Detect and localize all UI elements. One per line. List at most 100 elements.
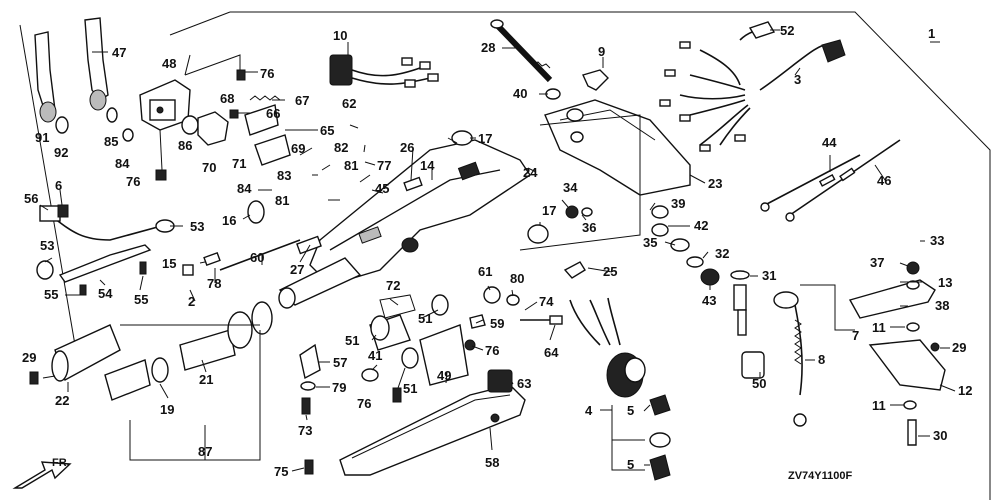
callout-33: 33: [930, 233, 944, 248]
assembly-frame: [169, 11, 991, 500]
bracket-23: [519, 99, 691, 251]
callout-69: 69: [291, 141, 305, 156]
callout-54: 54: [98, 286, 113, 301]
callout-5b: 5: [627, 457, 634, 472]
cables-44-46: [760, 139, 901, 222]
callout-32: 32: [715, 246, 729, 261]
callout-51b: 51: [403, 381, 417, 396]
callout-11b: 11: [872, 398, 886, 413]
small-hardware-top: [229, 69, 291, 166]
callout-49: 49: [437, 368, 451, 383]
fr-direction-arrow: FR.: [12, 457, 72, 489]
callout-92: 92: [54, 145, 68, 160]
callout-51a: 51: [345, 333, 359, 348]
callout-63: 63: [517, 376, 531, 391]
callout-79: 79: [332, 380, 346, 395]
callout-35: 35: [643, 235, 657, 250]
callout-34: 34: [563, 180, 578, 195]
callout-78: 78: [207, 276, 221, 291]
callout-12: 12: [958, 383, 972, 398]
right-small-parts: [565, 205, 750, 336]
callout-19: 19: [160, 402, 174, 417]
callout-53a: 53: [190, 219, 204, 234]
callout-23: 23: [708, 176, 722, 191]
callout-45: 45: [375, 181, 389, 196]
steering-handle-14: [219, 130, 549, 309]
callout-6: 6: [55, 178, 62, 193]
callout-81b: 81: [275, 193, 289, 208]
callout-47: 47: [112, 45, 126, 60]
callout-2: 2: [188, 294, 195, 309]
callout-39: 39: [671, 196, 685, 211]
callout-36: 36: [582, 220, 596, 235]
callout-46: 46: [877, 173, 891, 188]
callout-29b: 29: [952, 340, 966, 355]
callout-13: 13: [938, 275, 952, 290]
callout-62: 62: [342, 96, 356, 111]
friction-assembly: [106, 54, 241, 181]
callout-77: 77: [377, 158, 391, 173]
callout-72: 72: [386, 278, 400, 293]
callout-15: 15: [162, 256, 176, 271]
callout-17b: 17: [542, 203, 556, 218]
callout-87: 87: [198, 444, 212, 459]
callout-67: 67: [295, 93, 309, 108]
callout-71: 71: [232, 156, 246, 171]
callout-22: 22: [55, 393, 69, 408]
center-lower-parts: [299, 294, 486, 415]
lever-13: [848, 261, 946, 446]
callout-17a: 17: [478, 131, 492, 146]
callout-76a: 76: [260, 66, 274, 81]
callout-42: 42: [694, 218, 708, 233]
harness-3: [659, 21, 846, 152]
callout-16: 16: [222, 213, 236, 228]
callout-40: 40: [513, 86, 527, 101]
callout-84b: 84: [237, 181, 252, 196]
callout-57: 57: [333, 355, 347, 370]
callout-24: 24: [523, 165, 538, 180]
callout-82: 82: [334, 140, 348, 155]
callout-74: 74: [539, 294, 554, 309]
callout-75: 75: [274, 464, 288, 479]
callout-91: 91: [35, 130, 49, 145]
callout-80: 80: [510, 271, 524, 286]
leader-lines: [39, 29, 956, 472]
callout-64: 64: [544, 345, 559, 360]
callout-28: 28: [481, 40, 495, 55]
callout-7: 7: [852, 328, 859, 343]
callout-60: 60: [250, 250, 264, 265]
callout-51c: 51: [418, 311, 432, 326]
callout-86: 86: [178, 138, 192, 153]
callout-55b: 55: [134, 292, 148, 307]
callout-56: 56: [24, 191, 38, 206]
callout-14: 14: [420, 158, 435, 173]
callout-66: 66: [266, 106, 280, 121]
callout-labels: 1 2 3 4 5 5 6 7 8 9 10 11 11 12 13 14 15…: [22, 23, 972, 479]
callout-11a: 11: [872, 320, 886, 335]
grip-assembly-87: [29, 301, 273, 461]
callout-70: 70: [202, 160, 216, 175]
callout-8: 8: [818, 352, 825, 367]
switch-harness-4: [569, 297, 671, 481]
callout-9: 9: [598, 44, 605, 59]
callout-26: 26: [400, 140, 414, 155]
callout-43: 43: [702, 293, 716, 308]
callout-81a: 81: [344, 158, 358, 173]
drawing-code: ZV74Y1100F: [788, 470, 852, 482]
callout-27: 27: [290, 262, 304, 277]
callout-58: 58: [485, 455, 499, 470]
callout-84a: 84: [115, 156, 130, 171]
switch-parts: [483, 261, 586, 393]
direction-label: FR.: [52, 457, 70, 469]
callout-1: 1: [928, 26, 935, 41]
callout-37: 37: [870, 255, 884, 270]
callout-29a: 29: [22, 350, 36, 365]
callout-85: 85: [104, 134, 118, 149]
callout-53b: 53: [40, 238, 54, 253]
callout-76d: 76: [485, 343, 499, 358]
callout-50: 50: [752, 376, 766, 391]
callout-76b: 76: [126, 174, 140, 189]
callout-68: 68: [220, 91, 234, 106]
callout-21: 21: [199, 372, 213, 387]
callout-4: 4: [585, 403, 593, 418]
